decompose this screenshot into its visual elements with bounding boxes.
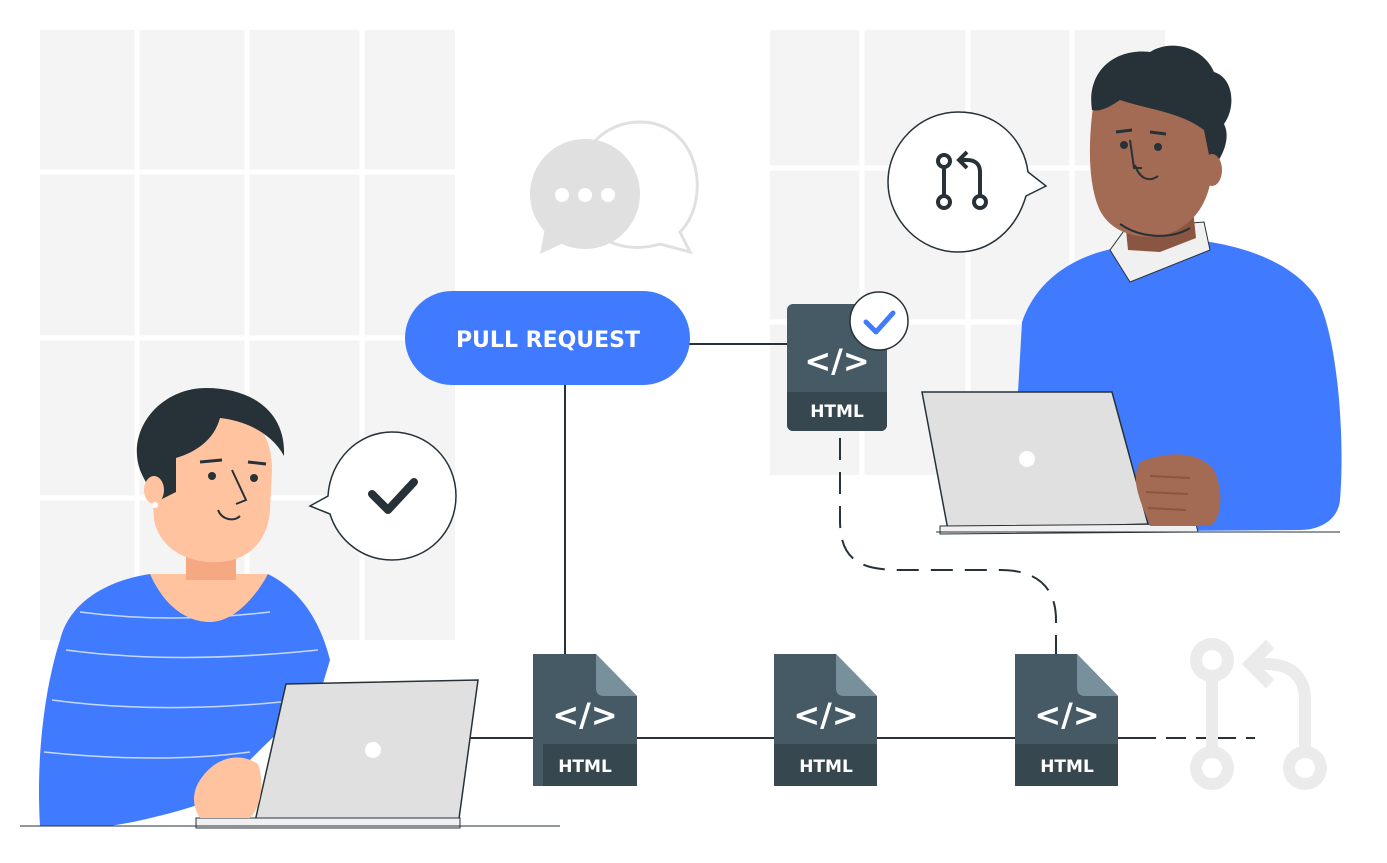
chat-dots-icon: [530, 120, 699, 255]
git-pull-request-icon: [1190, 638, 1327, 790]
approved-badge: [849, 291, 909, 351]
checkmark-icon: [863, 310, 896, 335]
woman-laptop: [20, 531, 1340, 829]
file-type-label: HTML: [810, 402, 864, 422]
code-glyph: </>: [793, 696, 858, 734]
code-glyph: </>: [552, 696, 617, 734]
code-glyph: </>: [804, 342, 869, 380]
file-type-label: HTML: [1040, 757, 1094, 777]
file-type-label: HTML: [558, 757, 612, 777]
speech-bubble-approved: [308, 431, 457, 561]
speech-bubble-pull-request: [887, 111, 1048, 253]
file-type-label: HTML: [799, 757, 853, 777]
checkmark-icon: [368, 478, 418, 514]
html-file-3: </> HTML: [1015, 654, 1118, 786]
woman-character: [38, 388, 331, 826]
man-laptop: [921, 391, 1221, 535]
pull-request-label: PULL REQUEST: [456, 328, 640, 353]
html-file-2: </> HTML: [774, 654, 877, 786]
html-file-1: </> HTML: [533, 654, 637, 786]
git-branch-lines: [470, 343, 1255, 739]
pull-request-badge: PULL REQUEST: [405, 291, 690, 385]
code-glyph: </>: [1034, 696, 1099, 734]
html-file-approved: </> HTML: [787, 291, 909, 431]
git-pull-request-icon: [936, 150, 988, 210]
